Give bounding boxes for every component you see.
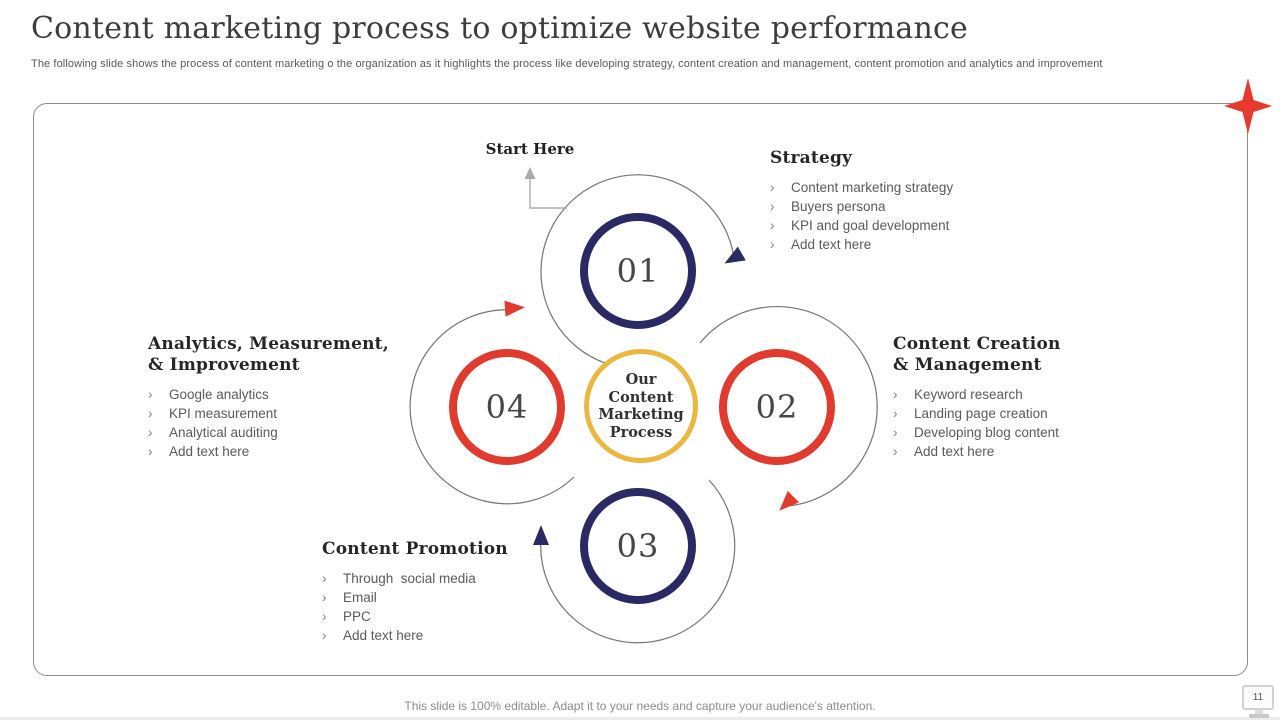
bullet-marker: › — [148, 425, 153, 440]
bullet-item: ›Email — [322, 590, 377, 605]
center-hub-circle: Our Content Marketing Process — [584, 349, 698, 463]
hub-line-4: Process — [609, 423, 673, 441]
bullet-marker: › — [322, 590, 327, 605]
content-promotion-bullet-list: ›Through social media ›Email ›PPC ›Add t… — [322, 569, 508, 645]
bullet-item: ›Add text here — [148, 444, 250, 459]
step-block-content-creation: Content Creation & Management ›Keyword r… — [893, 334, 1061, 461]
bullet-marker: › — [770, 218, 775, 233]
step-block-content-promotion: Content Promotion ›Through social media … — [322, 539, 508, 645]
footer-note: This slide is 100% editable. Adapt it to… — [404, 699, 876, 713]
step-title-content-promotion: Content Promotion — [322, 539, 508, 559]
step-title-content-creation: Content Creation & Management — [893, 334, 1061, 375]
bullet-item: ›Buyers persona — [770, 199, 886, 214]
content-creation-bullet-list: ›Keyword research ›Landing page creation… — [893, 385, 1061, 461]
monitor-stand — [1255, 710, 1263, 714]
bullet-item: ›Add text here — [770, 237, 872, 252]
bullet-item: ›Developing blog content — [893, 425, 1059, 440]
step-circle-01: 01 — [580, 213, 696, 329]
bottom-edge-strip — [0, 717, 1280, 720]
bullet-marker: › — [322, 571, 327, 586]
bullet-marker: › — [770, 237, 775, 252]
step-title-strategy: Strategy — [770, 148, 853, 168]
step-circle-03: 03 — [580, 488, 696, 604]
step-block-strategy: Strategy ›Content marketing strategy ›Bu… — [770, 148, 953, 254]
step-number-04: 04 — [485, 388, 529, 426]
bullet-item: ›KPI and goal development — [770, 218, 950, 233]
step-circle-02: 02 — [719, 349, 835, 465]
bullet-item: ›PPC — [322, 609, 371, 624]
bullet-item: ›KPI measurement — [148, 406, 278, 421]
page-title: Content marketing process to optimize we… — [31, 11, 968, 46]
bullet-item: ›Google analytics — [148, 387, 269, 402]
hub-line-1: Our — [625, 371, 657, 388]
step-title-analytics: Analytics, Measurement, & Improvement — [148, 334, 389, 375]
center-hub-label: Our Content Marketing Process — [598, 371, 683, 441]
bullet-marker: › — [770, 199, 775, 214]
bullet-item: ›Analytical auditing — [148, 425, 278, 440]
step-block-analytics: Analytics, Measurement, & Improvement ›G… — [148, 334, 389, 461]
monitor-icon: 11 — [1242, 685, 1276, 718]
page-number: 11 — [1242, 685, 1274, 710]
bullet-item: ›Add text here — [322, 628, 424, 643]
bullet-item: ›Content marketing strategy — [770, 180, 954, 195]
slide-subtitle: The following slide shows the process of… — [31, 58, 1103, 70]
step-circle-04: 04 — [449, 349, 565, 465]
bullet-item: ›Through social media — [322, 571, 476, 586]
bullet-marker: › — [322, 609, 327, 624]
strategy-bullet-list: ›Content marketing strategy ›Buyers pers… — [770, 178, 953, 254]
bullet-marker: › — [893, 425, 898, 440]
bullet-marker: › — [148, 387, 153, 402]
bullet-marker: › — [893, 444, 898, 459]
step-number-02: 02 — [755, 388, 799, 426]
step-number-01: 01 — [616, 252, 660, 290]
bullet-item: ›Add text here — [893, 444, 995, 459]
bullet-marker: › — [322, 628, 327, 643]
hub-line-3: Marketing — [598, 406, 684, 423]
hub-line-2: Content — [608, 388, 674, 406]
monitor-base — [1249, 714, 1269, 718]
start-here-label: Start Here — [485, 140, 575, 158]
bullet-item: ›Landing page creation — [893, 406, 1048, 421]
bullet-marker: › — [893, 387, 898, 402]
step-number-03: 03 — [616, 527, 660, 565]
bullet-marker: › — [893, 406, 898, 421]
bullet-marker: › — [148, 406, 153, 421]
bullet-marker: › — [148, 444, 153, 459]
analytics-bullet-list: ›Google analytics ›KPI measurement ›Anal… — [148, 385, 389, 461]
bullet-item: ›Keyword research — [893, 387, 1023, 402]
bullet-marker: › — [770, 180, 775, 195]
